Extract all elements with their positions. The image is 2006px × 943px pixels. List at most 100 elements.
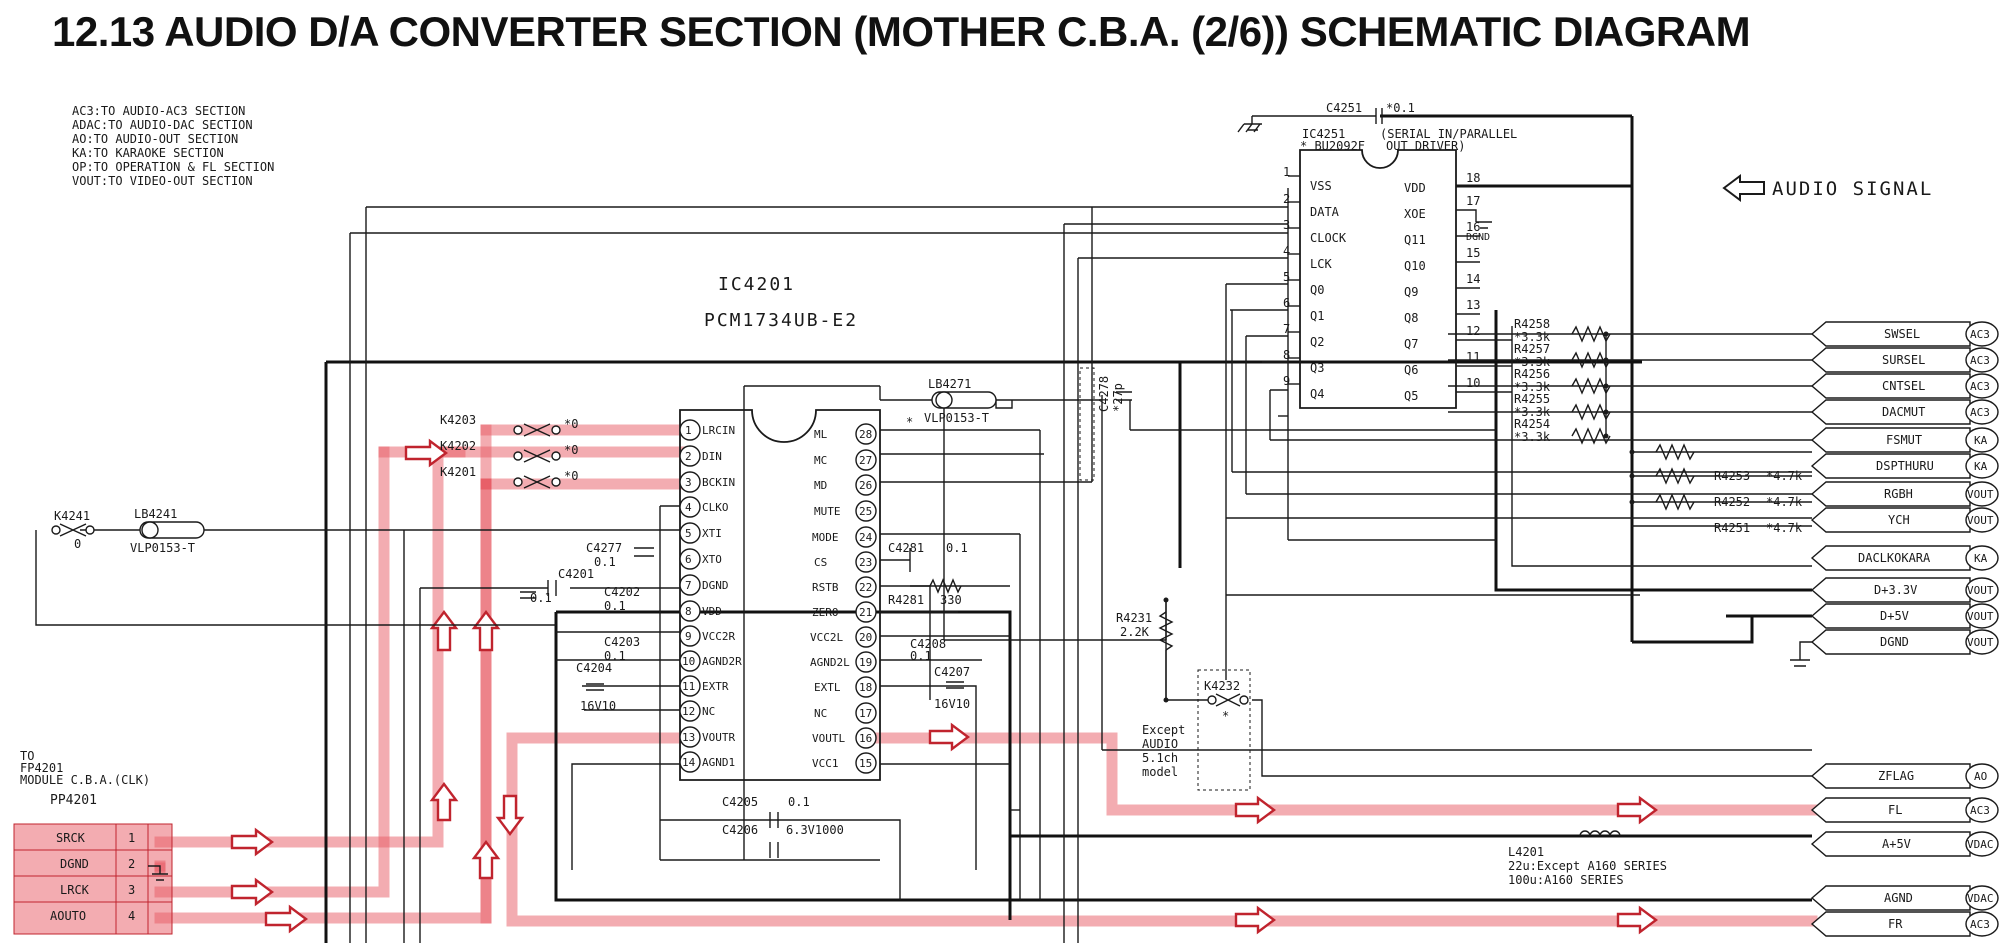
svg-text:9: 9: [685, 630, 692, 643]
svg-text:SWSEL: SWSEL: [1884, 327, 1920, 341]
component-value: 22u:Except A160 SERIES: [1508, 859, 1667, 873]
svg-text:SURSEL: SURSEL: [1882, 353, 1925, 367]
svg-text:VCC1: VCC1: [812, 757, 839, 770]
component-value: 0.1: [946, 541, 968, 555]
svg-text:10: 10: [682, 655, 695, 668]
svg-text:DGND: DGND: [702, 579, 729, 592]
component-marker: *: [1222, 709, 1229, 723]
svg-text:Q0: Q0: [1310, 283, 1324, 297]
svg-text:3: 3: [685, 476, 692, 489]
flow-arrow-icon: [928, 722, 970, 752]
svg-text:MUTE: MUTE: [814, 505, 841, 518]
connector-pp4201: TO FP4201 MODULE C.B.A.(CLK) PP4201 SRCK…: [13, 749, 173, 935]
component-value: VLP0153-T: [130, 541, 195, 555]
svg-text:10: 10: [1466, 376, 1480, 390]
svg-text:LCK: LCK: [1310, 257, 1332, 271]
terminal: SWSEL AC3: [1810, 321, 1999, 347]
svg-text:BCKIN: BCKIN: [702, 476, 735, 489]
component-label: LB4241: [134, 507, 177, 521]
svg-text:2: 2: [685, 450, 692, 463]
component-label: C4202: [604, 585, 640, 599]
svg-text:NC: NC: [702, 705, 715, 718]
component-value: 16V10: [580, 699, 616, 713]
svg-text:MODE: MODE: [812, 531, 839, 544]
component-value: 2.2K: [1120, 625, 1150, 639]
svg-text:VOUT: VOUT: [1967, 514, 1994, 527]
component-label: C4205: [722, 795, 758, 809]
svg-text:26: 26: [859, 479, 872, 492]
svg-text:Q10: Q10: [1404, 259, 1426, 273]
svg-text:XOE: XOE: [1404, 207, 1426, 221]
svg-text:FSMUT: FSMUT: [1886, 433, 1922, 447]
svg-text:5: 5: [685, 527, 692, 540]
component-value: *4.7k: [1766, 521, 1803, 535]
svg-text:20: 20: [859, 631, 872, 644]
svg-text:MD: MD: [814, 479, 827, 492]
svg-text:ZFLAG: ZFLAG: [1878, 769, 1914, 783]
svg-text:KA: KA: [1974, 460, 1988, 473]
component-label: C4207: [934, 665, 970, 679]
component-label: K4202: [440, 439, 476, 453]
svg-text:12: 12: [1466, 324, 1480, 338]
svg-text:16: 16: [1466, 220, 1480, 234]
ic4251: IC4251 * BU2092F (SERIAL IN/PARALLEL OUT…: [1244, 101, 1517, 409]
component-value: 0.1: [910, 649, 932, 663]
component-label: R4253: [1714, 469, 1750, 483]
svg-text:13: 13: [1466, 298, 1480, 312]
svg-text:15: 15: [859, 757, 872, 770]
component-value: *4.7k: [1766, 495, 1803, 509]
flow-arrow-icon: [264, 904, 308, 934]
component-label: L4201: [1508, 845, 1544, 859]
svg-text:DACLKOKARA: DACLKOKARA: [1858, 551, 1931, 565]
legend-item: VOUT:TO VIDEO-OUT SECTION: [72, 174, 253, 188]
component-label: K4203: [440, 413, 476, 427]
connector-note: MODULE C.B.A.(CLK): [20, 773, 150, 787]
svg-text:AGND: AGND: [1884, 891, 1913, 905]
ic-ref: IC4201: [718, 274, 795, 295]
component-value: VLP0153-T: [924, 411, 989, 425]
svg-text:VOUT: VOUT: [1967, 610, 1994, 623]
svg-text:11: 11: [1466, 350, 1480, 364]
component-label: R4255: [1514, 392, 1550, 406]
component-value: *27p: [1111, 383, 1125, 412]
svg-text:RGBH: RGBH: [1884, 487, 1913, 501]
component-value: 16V10: [934, 697, 970, 711]
svg-text:ZERO: ZERO: [812, 606, 839, 619]
legend-item: KA:TO KARAOKE SECTION: [72, 146, 224, 160]
svg-text:CNTSEL: CNTSEL: [1882, 379, 1925, 393]
svg-text:5: 5: [1283, 270, 1290, 284]
svg-text:AC3: AC3: [1970, 328, 1990, 341]
legend: AC3:TO AUDIO-AC3 SECTION ADAC:TO AUDIO-D…: [72, 104, 274, 188]
svg-text:VOUT: VOUT: [1967, 584, 1994, 597]
ic-description: (SERIAL IN/PARALLEL: [1380, 127, 1517, 141]
svg-text:14: 14: [682, 756, 696, 769]
svg-text:7: 7: [685, 579, 692, 592]
svg-text:AOUTO: AOUTO: [50, 909, 86, 923]
svg-text:7: 7: [1283, 322, 1290, 336]
svg-text:Q9: Q9: [1404, 285, 1418, 299]
flow-arrow-icon: [495, 794, 525, 836]
component-label: C4208: [910, 637, 946, 651]
flow-arrow-icon: [1234, 795, 1276, 825]
svg-text:6: 6: [1283, 296, 1290, 310]
svg-text:2: 2: [1283, 192, 1290, 206]
svg-text:VCC2L: VCC2L: [810, 631, 843, 644]
flow-arrow-icon: [1234, 905, 1276, 935]
